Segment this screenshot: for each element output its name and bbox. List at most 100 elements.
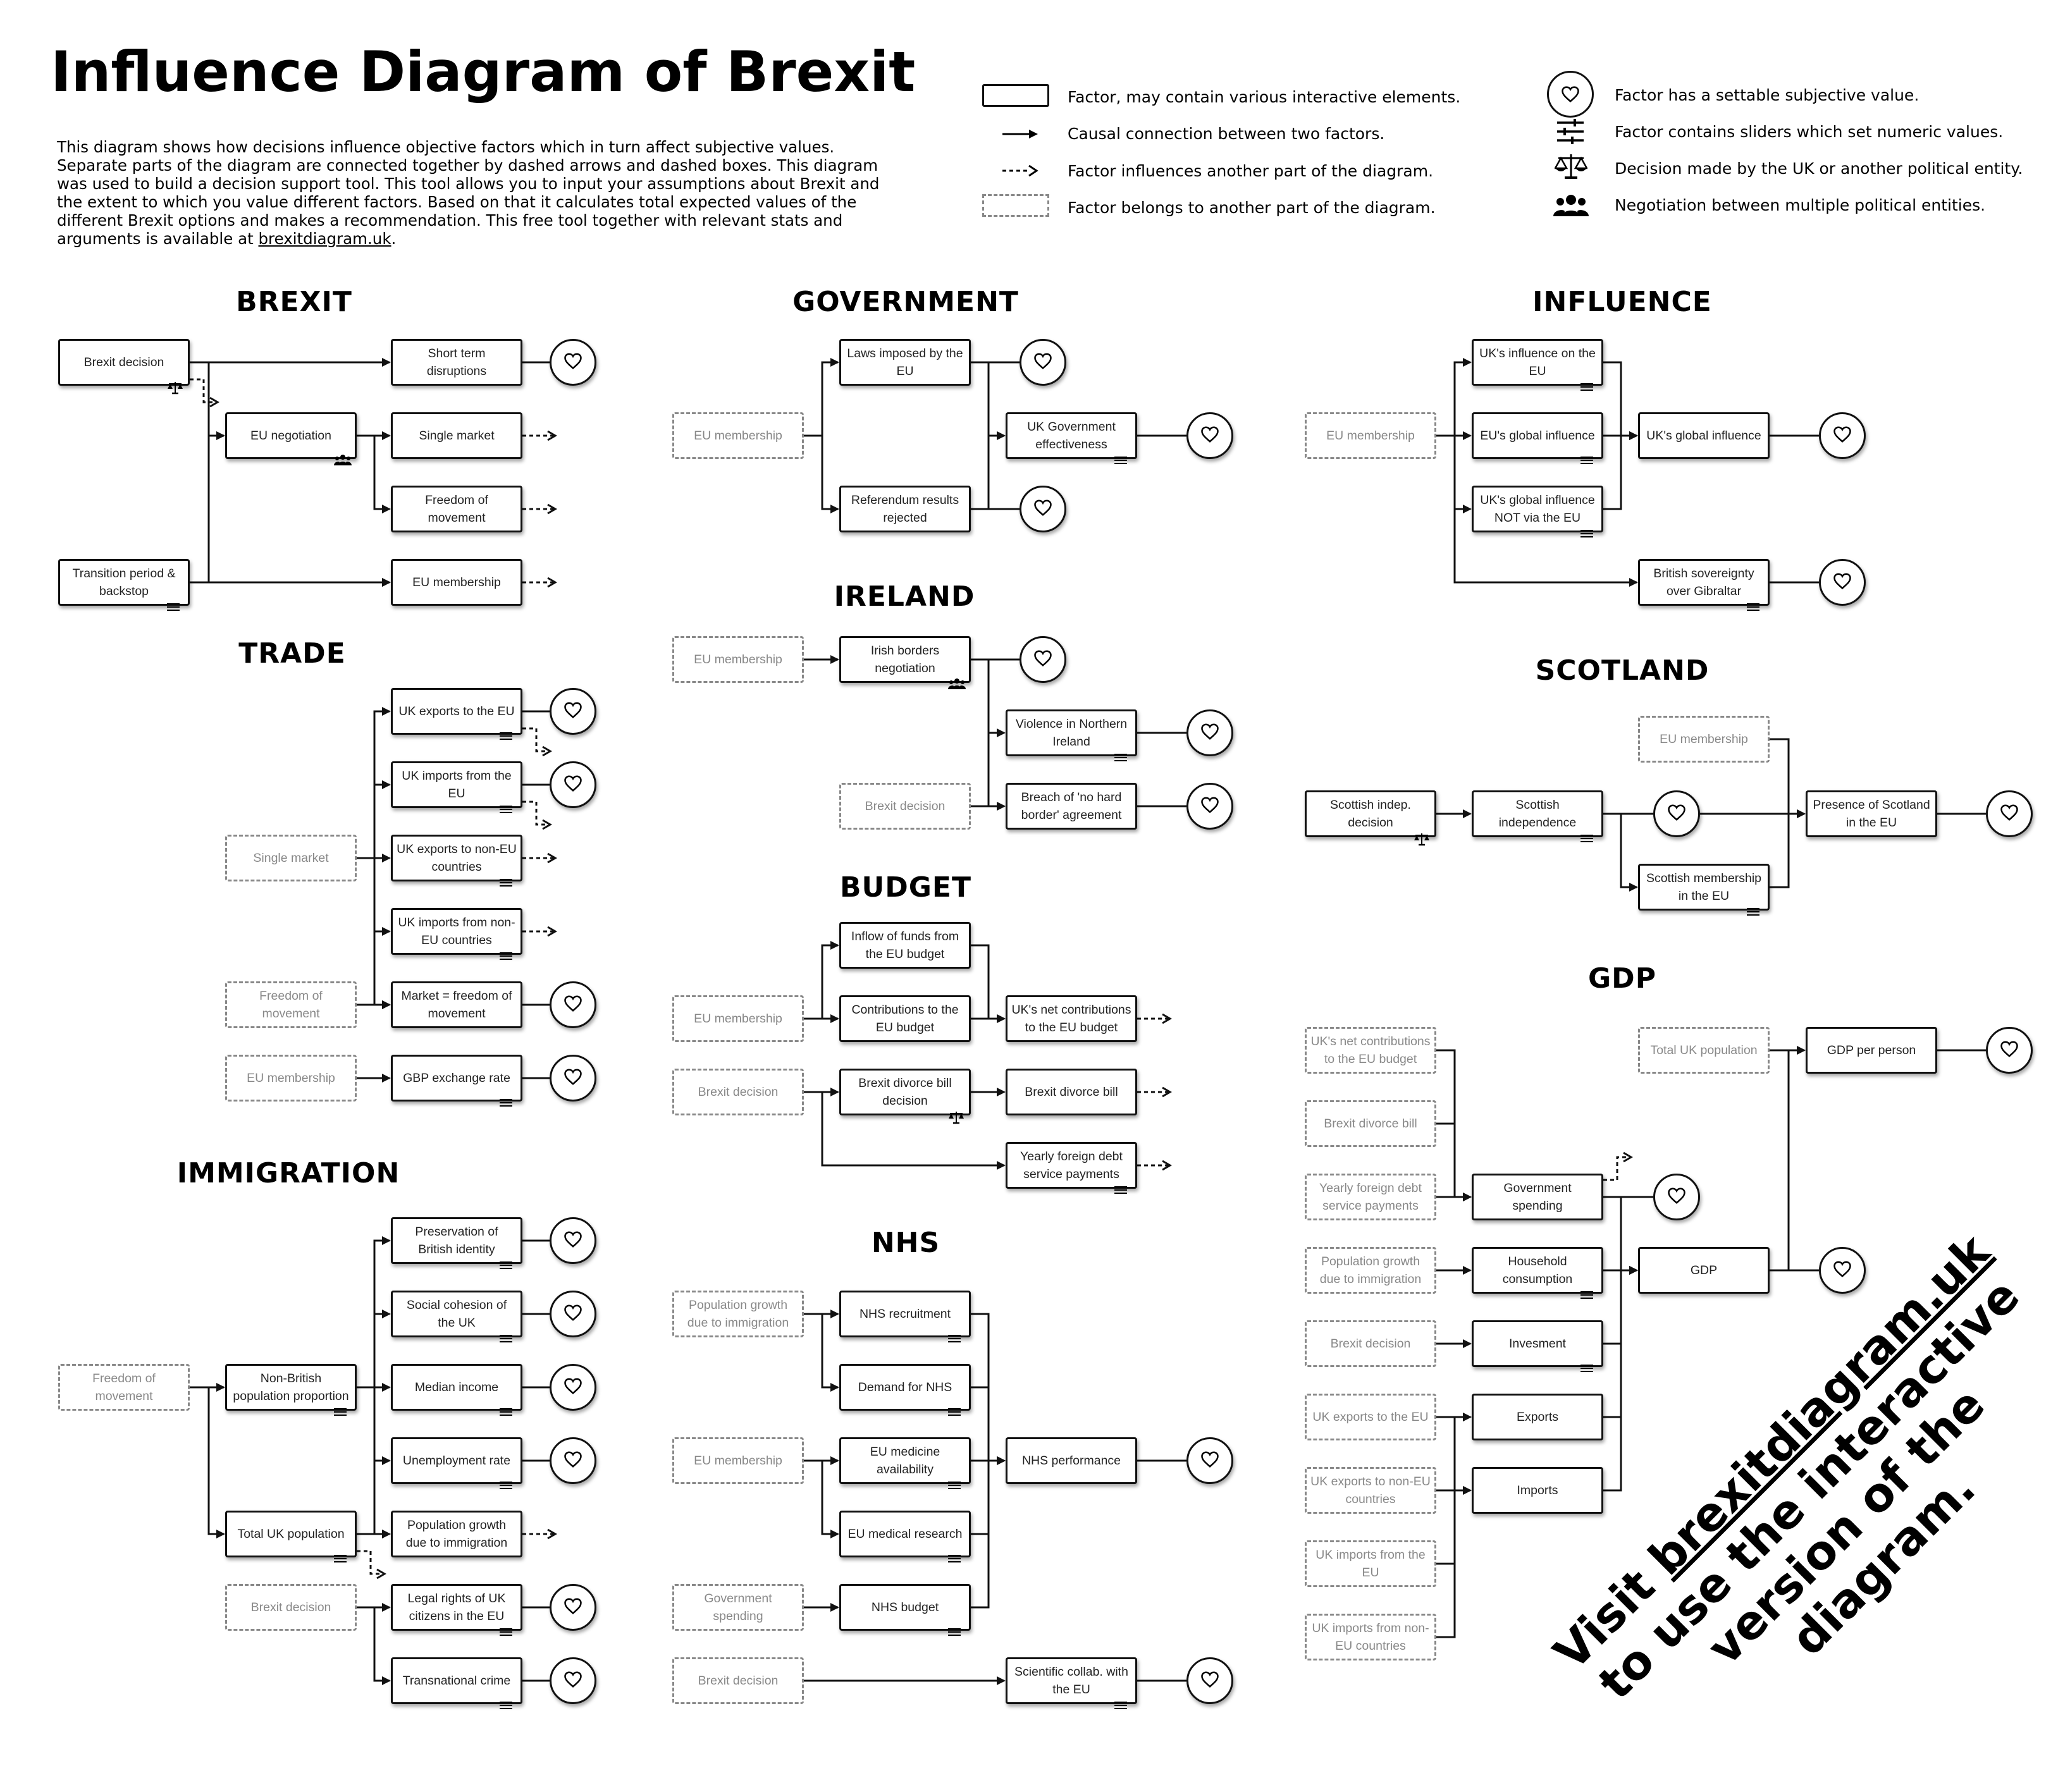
- node-b-negotiation[interactable]: EU negotiation: [225, 412, 357, 459]
- node-n-govspend[interactable]: Government spending: [672, 1584, 804, 1631]
- value-heart-button[interactable]: [1986, 1027, 2033, 1074]
- value-heart-button[interactable]: [1819, 559, 1866, 606]
- node-gd-invest[interactable]: Invesment: [1472, 1320, 1603, 1367]
- node-gd-household[interactable]: Household consumption: [1472, 1247, 1603, 1294]
- node-g-referendum[interactable]: Referendum results rejected: [839, 486, 971, 532]
- value-heart-button[interactable]: [1020, 339, 1066, 386]
- node-t-exp-noneu[interactable]: UK exports to non-EU countries: [391, 835, 522, 881]
- node-bu-divbill[interactable]: Brexit divorce bill: [1006, 1069, 1137, 1115]
- node-s-membership[interactable]: Scottish membership in the EU: [1638, 864, 1770, 911]
- node-im-income[interactable]: Median income: [391, 1364, 522, 1411]
- value-heart-button[interactable]: [550, 339, 596, 386]
- node-gd-imp-eu[interactable]: UK imports from the EU: [1305, 1540, 1436, 1587]
- node-gd-exp-noneu[interactable]: UK exports to non-EU countries: [1305, 1467, 1436, 1514]
- node-s-presence[interactable]: Presence of Scotland in the EU: [1806, 790, 1937, 837]
- node-gd-net[interactable]: UK's net contributions to the EU budget: [1305, 1027, 1436, 1074]
- node-n-popgrowth[interactable]: Population growth due to immigration: [672, 1291, 804, 1337]
- node-b-eumem[interactable]: EU membership: [391, 559, 522, 606]
- node-g-laws[interactable]: Laws imposed by the EU: [839, 339, 971, 386]
- node-bu-divdec[interactable]: Brexit divorce bill decision: [839, 1069, 971, 1115]
- node-im-decision[interactable]: Brexit decision: [225, 1584, 357, 1631]
- node-t-market[interactable]: Market = freedom of movement: [391, 981, 522, 1028]
- node-gd-imports[interactable]: Imports: [1472, 1467, 1603, 1514]
- node-bu-inflow[interactable]: Inflow of funds from the EU budget: [839, 922, 971, 969]
- node-gd-exp-eu[interactable]: UK exports to the EU: [1305, 1394, 1436, 1440]
- node-ir-decision[interactable]: Brexit decision: [839, 783, 971, 830]
- value-heart-button[interactable]: [550, 1437, 596, 1484]
- node-bu-net[interactable]: UK's net contributions to the EU budget: [1006, 995, 1137, 1042]
- node-t-eumem[interactable]: EU membership: [225, 1055, 357, 1102]
- node-g-eumem[interactable]: EU membership: [672, 412, 804, 459]
- node-b-transition[interactable]: Transition period & backstop: [58, 559, 190, 606]
- node-n-perf[interactable]: NHS performance: [1006, 1437, 1137, 1484]
- node-g-effect[interactable]: UK Government effectiveness: [1006, 412, 1137, 459]
- value-heart-button[interactable]: [550, 1217, 596, 1264]
- node-b-freedom[interactable]: Freedom of movement: [391, 486, 522, 532]
- node-im-totalpop[interactable]: Total UK population: [225, 1511, 357, 1557]
- node-gd-totalpop[interactable]: Total UK population: [1638, 1027, 1770, 1074]
- node-ir-breach[interactable]: Breach of 'no hard border' agreement: [1006, 783, 1137, 830]
- node-i-eumem[interactable]: EU membership: [1305, 412, 1436, 459]
- value-heart-button[interactable]: [1653, 790, 1700, 837]
- value-heart-button[interactable]: [1186, 1437, 1233, 1484]
- node-b-short[interactable]: Short term disruptions: [391, 339, 522, 386]
- node-gd-exports[interactable]: Exports: [1472, 1394, 1603, 1440]
- node-gd-decision[interactable]: Brexit decision: [1305, 1320, 1436, 1367]
- node-bu-foreign[interactable]: Yearly foreign debt service payments: [1006, 1142, 1137, 1189]
- node-n-scicollab[interactable]: Scientific collab. with the EU: [1006, 1657, 1137, 1704]
- node-n-medicine[interactable]: EU medicine availability: [839, 1437, 971, 1484]
- node-t-imp-eu[interactable]: UK imports from the EU: [391, 761, 522, 808]
- node-ir-eumem[interactable]: EU membership: [672, 636, 804, 683]
- node-gd-popgrowth[interactable]: Population growth due to immigration: [1305, 1247, 1436, 1294]
- node-s-decision[interactable]: Scottish indep. decision: [1305, 790, 1436, 837]
- node-b-single[interactable]: Single market: [391, 412, 522, 459]
- value-heart-button[interactable]: [1186, 709, 1233, 756]
- node-bu-contrib[interactable]: Contributions to the EU budget: [839, 995, 971, 1042]
- node-n-demand[interactable]: Demand for NHS: [839, 1364, 971, 1411]
- node-gd-govspend[interactable]: Government spending: [1472, 1174, 1603, 1220]
- value-heart-button[interactable]: [1020, 636, 1066, 683]
- node-n-eumem[interactable]: EU membership: [672, 1437, 804, 1484]
- value-heart-button[interactable]: [1819, 1247, 1866, 1294]
- node-i-gibraltar[interactable]: British sovereignty over Gibraltar: [1638, 559, 1770, 606]
- node-n-decision[interactable]: Brexit decision: [672, 1657, 804, 1704]
- node-b-decision[interactable]: Brexit decision: [58, 339, 190, 386]
- value-heart-button[interactable]: [1186, 412, 1233, 459]
- node-gd-divbill[interactable]: Brexit divorce bill: [1305, 1100, 1436, 1147]
- value-heart-button[interactable]: [550, 1055, 596, 1102]
- value-heart-button[interactable]: [1819, 412, 1866, 459]
- node-ir-violence[interactable]: Violence in Northern Ireland: [1006, 709, 1137, 756]
- node-ir-borders[interactable]: Irish borders negotiation: [839, 636, 971, 683]
- node-s-eumem[interactable]: EU membership: [1638, 716, 1770, 763]
- website-link[interactable]: brexitdiagram.uk: [258, 230, 391, 248]
- node-im-popgrowth[interactable]: Population growth due to immigration: [391, 1511, 522, 1557]
- node-im-freedom[interactable]: Freedom of movement: [58, 1364, 190, 1411]
- node-n-budget[interactable]: NHS budget: [839, 1584, 971, 1631]
- value-heart-button[interactable]: [550, 1364, 596, 1411]
- node-im-cohesion[interactable]: Social cohesion of the UK: [391, 1291, 522, 1337]
- value-heart-button[interactable]: [1653, 1174, 1700, 1220]
- node-i-euglobal[interactable]: EU's global influence: [1472, 412, 1603, 459]
- value-heart-button[interactable]: [550, 1584, 596, 1631]
- node-gd-perperson[interactable]: GDP per person: [1806, 1027, 1937, 1074]
- value-heart-button[interactable]: [1020, 486, 1066, 532]
- node-t-gbp[interactable]: GBP exchange rate: [391, 1055, 522, 1102]
- node-i-ukinf[interactable]: UK's influence on the EU: [1472, 339, 1603, 386]
- node-im-identity[interactable]: Preservation of British identity: [391, 1217, 522, 1264]
- node-n-research[interactable]: EU medical research: [839, 1511, 971, 1557]
- node-bu-eumem[interactable]: EU membership: [672, 995, 804, 1042]
- node-i-ukglobal[interactable]: UK's global influence: [1638, 412, 1770, 459]
- node-i-notvia[interactable]: UK's global influence NOT via the EU: [1472, 486, 1603, 532]
- node-im-nonbrit[interactable]: Non-British population proportion: [225, 1364, 357, 1411]
- value-heart-button[interactable]: [1186, 1657, 1233, 1704]
- node-n-recruit[interactable]: NHS recruitment: [839, 1291, 971, 1337]
- node-im-legal[interactable]: Legal rights of UK citizens in the EU: [391, 1584, 522, 1631]
- value-heart-button[interactable]: [550, 761, 596, 808]
- value-heart-button[interactable]: [550, 688, 596, 735]
- node-s-indep[interactable]: Scottish independence: [1472, 790, 1603, 837]
- node-t-freedom[interactable]: Freedom of movement: [225, 981, 357, 1028]
- node-im-crime[interactable]: Transnational crime: [391, 1657, 522, 1704]
- value-heart-button[interactable]: [550, 1657, 596, 1704]
- node-gd-foreign[interactable]: Yearly foreign debt service payments: [1305, 1174, 1436, 1220]
- node-t-single[interactable]: Single market: [225, 835, 357, 881]
